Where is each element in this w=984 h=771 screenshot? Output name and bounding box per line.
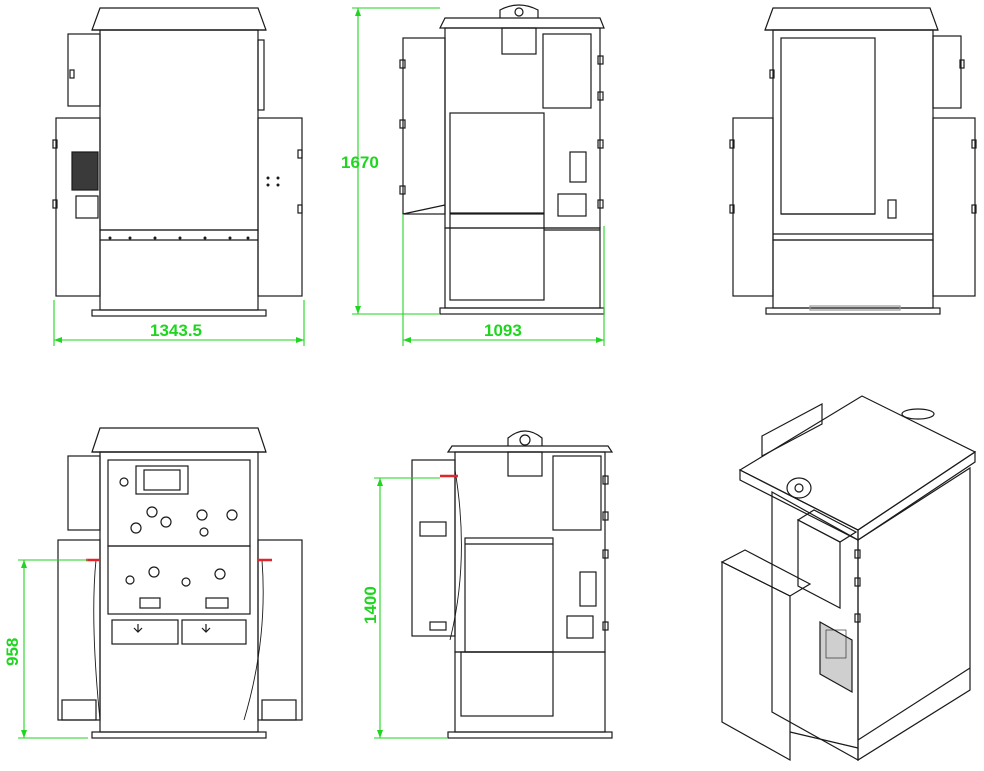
dim-front-width: 1343.5	[150, 321, 202, 340]
side-view-open	[411, 430, 614, 739]
dim-inner-height: 958	[3, 638, 22, 666]
dim-side-width: 1093	[484, 321, 522, 340]
dim-door-height: 1400	[361, 586, 380, 624]
vent-grille-icon	[71, 151, 99, 191]
lifting-eye-icon	[499, 4, 539, 18]
lifting-eye-icon	[507, 430, 543, 446]
dim-height: 1670	[341, 153, 379, 172]
dimension-arrows	[21, 8, 604, 738]
lifting-eye-icon	[786, 477, 812, 499]
dimension-lines	[18, 7, 605, 739]
front-view	[52, 7, 303, 317]
front-view-open	[57, 427, 303, 739]
rear-view	[729, 7, 977, 315]
isometric-view	[720, 395, 977, 762]
side-view	[399, 4, 605, 315]
